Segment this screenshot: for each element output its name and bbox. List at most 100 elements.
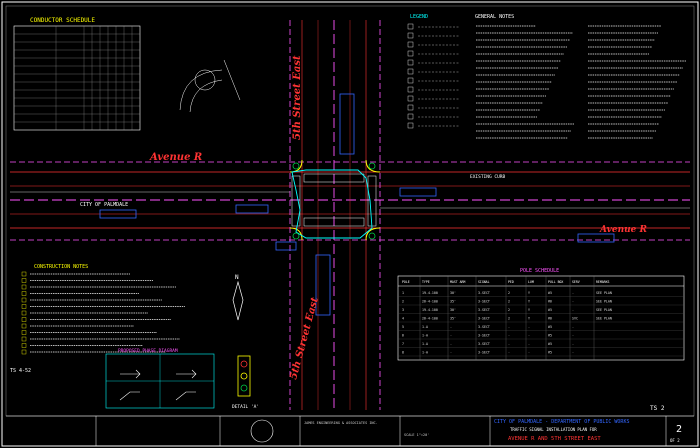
pole-table-cell: 1-A [422, 334, 428, 338]
pole-table-cell: 2 [508, 308, 510, 312]
pole-table-cell: 4 [402, 317, 404, 321]
sheet-location: AVENUE R AND 5TH STREET EAST [508, 436, 601, 442]
pole-table-cell: 3 [402, 308, 404, 312]
pole-table-cell: 5 [402, 325, 404, 329]
pole-table-cell: #6 [548, 317, 552, 321]
north-label: N [235, 274, 239, 281]
sheet-number: 2 [676, 424, 682, 435]
pole-table-cell: 19-4-100 [422, 308, 438, 312]
pole-table-cell: 35' [450, 300, 456, 304]
pole-table-cell: - [528, 342, 530, 346]
pole-table-cell: 2 [402, 300, 404, 304]
pole-table-cell: - [572, 342, 574, 346]
pole-table-cell: 19-4-100 [422, 291, 438, 295]
pole-table-cell: 1-A [422, 342, 428, 346]
construction-notes: CONSTRUCTION NOTES [21, 264, 185, 355]
pole-table-cell: SEE PLAN [596, 317, 612, 321]
avenue-name-label-east: Avenue R [599, 225, 648, 235]
pole-table-cell: #6 [548, 300, 552, 304]
pole-table-cell: SVC [572, 317, 578, 321]
pole-table-cell: Y [528, 291, 530, 295]
pole-table-header: PULL BOX [548, 280, 563, 284]
phase-diagram: PROPOSED PHASE DIAGRAM [105, 348, 215, 409]
pole-detail-sketch [179, 59, 241, 113]
pole-table-cell: Y [528, 300, 530, 304]
pole-table-cell: SEE PLAN [596, 291, 612, 295]
pole-table-cell: - [528, 334, 530, 338]
drawing-number: TS 4-52 [10, 368, 31, 374]
pole-table-cell: - [450, 334, 452, 338]
pole-table-cell: - [572, 351, 574, 355]
cross-street-label-north: 5th Street East [292, 55, 303, 140]
pole-table-cell: - [572, 334, 574, 338]
pole-table-cell: - [508, 325, 510, 329]
pole-table-cell: Y [528, 317, 530, 321]
pole-table-cell: - [508, 334, 510, 338]
pole-table-cell: #5 [548, 308, 552, 312]
pole-table-cell: SEE PLAN [596, 300, 612, 304]
north-arrow: N [232, 274, 244, 321]
pole-table-header: PED [508, 280, 514, 284]
pole-table-cell: - [528, 351, 530, 355]
cross-street-label-south: 5th Street East [288, 296, 321, 381]
pole-table-cell: 3-SECT [478, 342, 490, 346]
pole-table-cell: 30' [450, 308, 456, 312]
pole-table-cell: 1 [402, 291, 404, 295]
pole-table-cell: - [450, 325, 452, 329]
signal-head-detail: DETAIL 'A' [232, 355, 259, 410]
pole-table-cell: #5 [548, 291, 552, 295]
sheet-scale: SCALE 1"=20' [404, 433, 429, 437]
legend-title: LEGEND [410, 14, 428, 20]
pole-table-cell: - [572, 308, 574, 312]
pole-table-cell: 2 [508, 291, 510, 295]
pole-table-cell: 1-A [422, 351, 428, 355]
pole-table-cell: 26-4-100 [422, 317, 438, 321]
pole-table-cell: 6 [402, 334, 404, 338]
agency-name: CITY OF PALMDALE - DEPARTMENT OF PUBLIC … [494, 419, 629, 425]
pole-table-cell: 3-SECT [478, 351, 490, 355]
pole-table-cell: 30' [450, 291, 456, 295]
pole-table-cell: #5 [548, 334, 552, 338]
general-notes-title: GENERAL NOTES [475, 14, 514, 20]
detail-a-label: DETAIL 'A' [232, 404, 259, 410]
pole-table-cell: - [450, 342, 452, 346]
pole-schedule-title: POLE SCHEDULE [520, 268, 559, 274]
pole-table-cell: - [508, 351, 510, 355]
conductor-schedule-title: CONDUCTOR SCHEDULE [30, 17, 95, 24]
phase-diagram-title: PROPOSED PHASE DIAGRAM [118, 348, 178, 354]
pole-table-cell: Y [528, 308, 530, 312]
pole-table-cell: - [508, 342, 510, 346]
pole-table-cell: 3-SECT [478, 325, 490, 329]
pole-table-cell: 1-A [422, 325, 428, 329]
designer-name: JAMES ENGINEERING & ASSOCIATES INC. [304, 421, 378, 425]
pole-table-cell: #5 [548, 351, 552, 355]
pole-table-cell: 3-SECT [478, 334, 490, 338]
pole-table-header: SIGNAL [478, 280, 490, 284]
pole-table-header: MAST ARM [450, 280, 465, 284]
pole-table-header: SERV [572, 280, 580, 284]
existing-curb-label: EXISTING CURB [470, 174, 506, 180]
pole-table-cell: #5 [548, 342, 552, 346]
conductor-schedule: CONDUCTOR SCHEDULE [13, 17, 141, 131]
pole-table-header: TYPE [422, 280, 430, 284]
sheet-of: OF 2 [670, 438, 680, 443]
pole-table-cell: 26-4-100 [422, 300, 438, 304]
pole-table-cell: - [572, 291, 574, 295]
pole-table-cell: 2 [508, 317, 510, 321]
pole-table-cell: - [450, 351, 452, 355]
pole-table-cell: 3-SECT [478, 291, 490, 295]
pole-table-cell: 35' [450, 317, 456, 321]
title-block: TS 4-52 JAMES ENGINEERING & ASSOCIATES I… [6, 368, 694, 446]
pole-table-header: POLE [402, 280, 410, 284]
construction-notes-title: CONSTRUCTION NOTES [34, 264, 88, 270]
pole-table-cell: 2 [508, 300, 510, 304]
pole-table-cell: 7 [402, 342, 404, 346]
pole-table-cell: #5 [548, 325, 552, 329]
pole-table-cell: - [572, 325, 574, 329]
pole-table-cell: 8 [402, 351, 404, 355]
pole-table-cell: 3-SECT [478, 300, 490, 304]
pole-table-cell: - [572, 300, 574, 304]
